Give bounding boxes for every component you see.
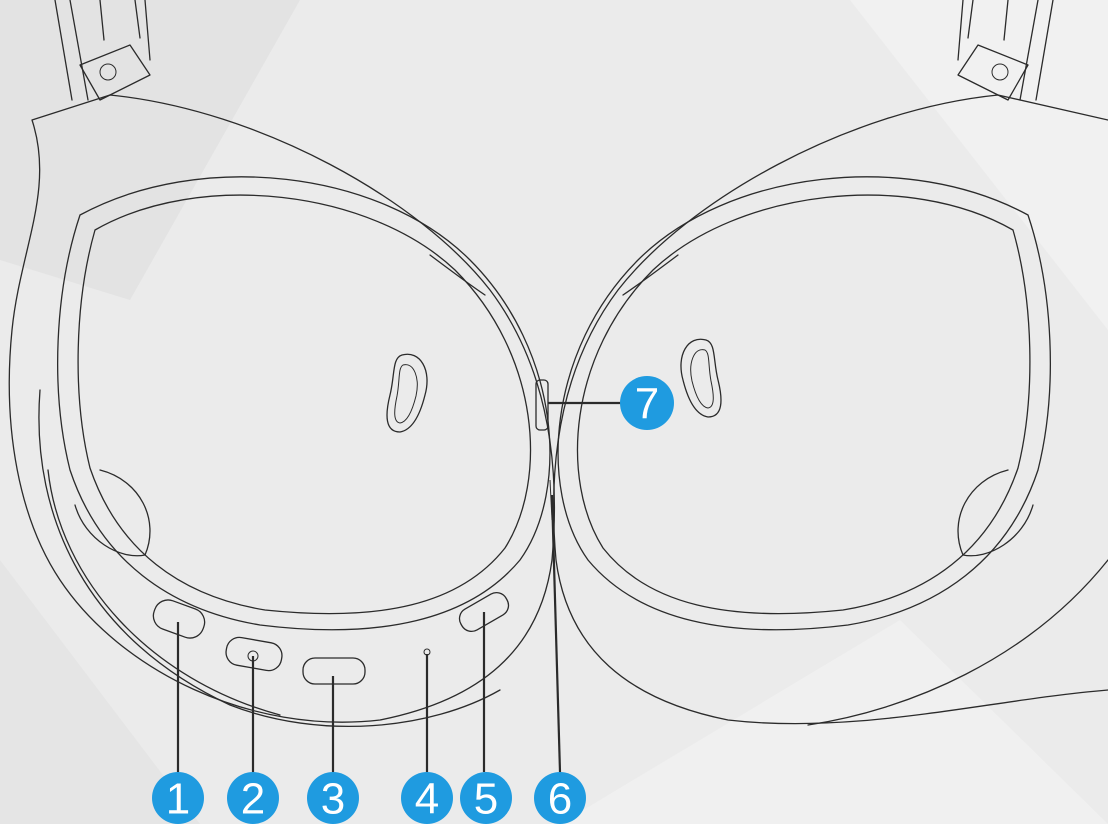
callout-1-label: 1: [166, 775, 190, 824]
callout-3: 3: [307, 772, 359, 824]
callout-6-label: 6: [548, 775, 572, 824]
callout-2-label: 2: [241, 775, 265, 824]
callout-4: 4: [401, 772, 453, 824]
callout-5: 5: [460, 772, 512, 824]
callout-7-label: 7: [635, 380, 659, 429]
callout-1: 1: [152, 772, 204, 824]
callout-4-label: 4: [415, 775, 439, 824]
leader-6: [552, 495, 560, 772]
callout-2: 2: [227, 772, 279, 824]
callout-3-label: 3: [321, 775, 345, 824]
callout-6: 6: [534, 772, 586, 824]
callout-5-label: 5: [474, 775, 498, 824]
callout-7: 7: [620, 376, 674, 430]
